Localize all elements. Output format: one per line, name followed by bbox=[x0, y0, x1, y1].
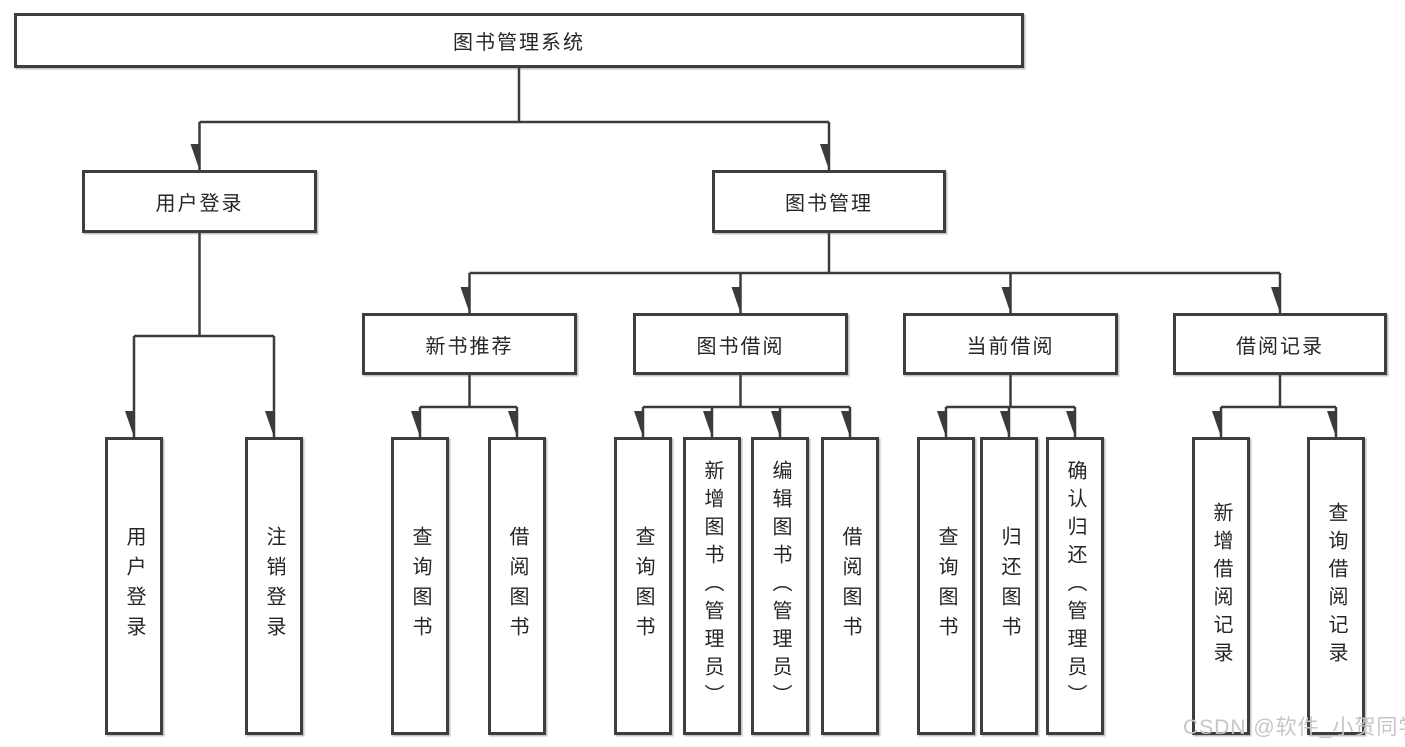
leaf-user-login-label: 用户登录 bbox=[123, 526, 145, 646]
node-current-borrowing-label: 当前借阅 bbox=[966, 335, 1055, 358]
node-book-management: 图书管理 bbox=[712, 170, 946, 233]
csdn-watermark: CSDN @软件_小贺同学 bbox=[1183, 716, 1405, 739]
node-book-management-label: 图书管理 bbox=[785, 193, 873, 215]
node-borrowing-records-label: 借阅记录 bbox=[1236, 335, 1324, 358]
leaf-cb-confirm-return-admin-label: 确认归还（管理员） bbox=[1064, 460, 1086, 712]
node-user-login-label: 用户登录 bbox=[155, 193, 244, 215]
node-user-login: 用户登录 bbox=[82, 170, 317, 233]
leaf-bb-query-books-label: 查询图书 bbox=[632, 526, 654, 646]
node-book-borrowing-label: 图书借阅 bbox=[696, 335, 785, 358]
node-book-borrowing: 图书借阅 bbox=[633, 313, 848, 375]
leaf-nb-borrow-books-label: 借阅图书 bbox=[506, 526, 528, 646]
leaf-br-add-record: 新增借阅记录 bbox=[1192, 437, 1250, 735]
leaf-cb-return-books: 归还图书 bbox=[980, 437, 1038, 735]
leaf-user-login: 用户登录 bbox=[105, 437, 163, 735]
leaf-bb-edit-books-admin: 编辑图书（管理员） bbox=[751, 437, 809, 735]
leaf-cb-return-books-label: 归还图书 bbox=[998, 526, 1020, 646]
leaf-bb-query-books: 查询图书 bbox=[614, 437, 672, 735]
leaf-logout-label: 注销登录 bbox=[263, 526, 285, 646]
leaf-cb-query-books: 查询图书 bbox=[917, 437, 975, 735]
leaf-nb-query-books: 查询图书 bbox=[391, 437, 449, 735]
leaf-br-query-record: 查询借阅记录 bbox=[1307, 437, 1365, 735]
leaf-logout: 注销登录 bbox=[245, 437, 303, 735]
leaf-br-add-record-label: 新增借阅记录 bbox=[1210, 502, 1232, 670]
leaf-br-query-record-label: 查询借阅记录 bbox=[1325, 502, 1347, 670]
leaf-cb-confirm-return-admin: 确认归还（管理员） bbox=[1046, 437, 1104, 735]
node-new-book-recommend: 新书推荐 bbox=[362, 313, 577, 375]
leaf-bb-edit-books-admin-label: 编辑图书（管理员） bbox=[769, 460, 791, 712]
leaf-nb-query-books-label: 查询图书 bbox=[409, 526, 431, 646]
leaf-nb-borrow-books: 借阅图书 bbox=[488, 437, 546, 735]
leaf-bb-add-books-admin-label: 新增图书（管理员） bbox=[701, 460, 723, 712]
leaf-bb-add-books-admin: 新增图书（管理员） bbox=[683, 437, 741, 735]
node-current-borrowing: 当前借阅 bbox=[903, 313, 1118, 375]
leaf-bb-borrow-books-label: 借阅图书 bbox=[839, 526, 861, 646]
node-library-system-label: 图书管理系统 bbox=[453, 32, 585, 54]
leaf-cb-query-books-label: 查询图书 bbox=[935, 526, 957, 646]
node-library-system: 图书管理系统 bbox=[14, 13, 1024, 68]
node-borrowing-records: 借阅记录 bbox=[1173, 313, 1387, 375]
node-new-book-recommend-label: 新书推荐 bbox=[425, 335, 514, 358]
leaf-bb-borrow-books: 借阅图书 bbox=[821, 437, 879, 735]
